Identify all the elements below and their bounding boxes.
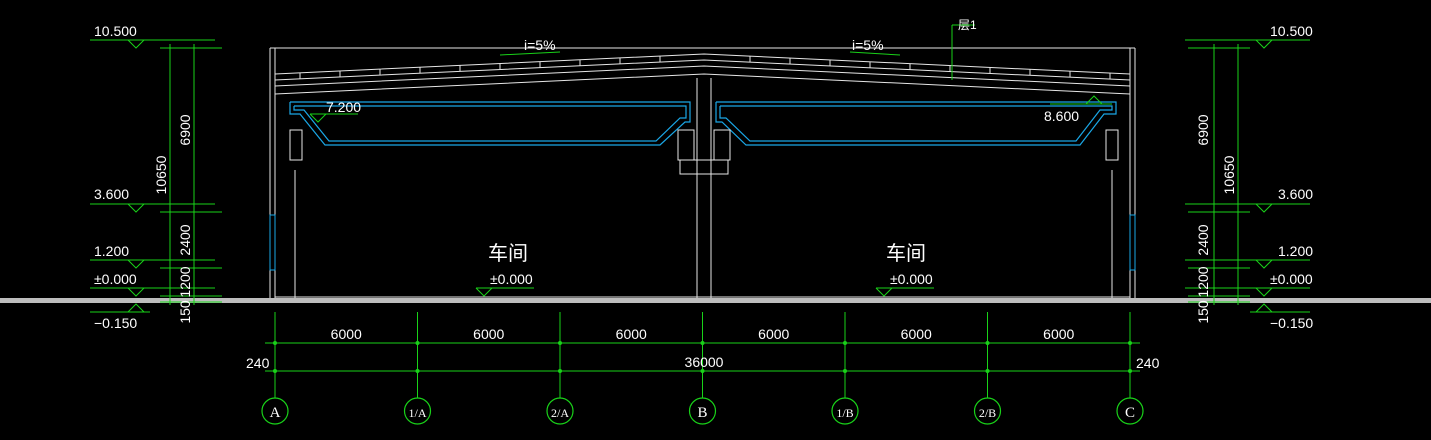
room-name-right: 车间 — [886, 242, 926, 265]
dim-tick-total-3 — [700, 369, 705, 373]
left-level-10500: 10.500 — [94, 23, 137, 39]
left-dim-10650: 10650 — [153, 155, 169, 194]
crane-girders — [289, 129, 1119, 161]
dim-tick-0 — [273, 341, 277, 345]
axis-bubble-1 — [403, 397, 432, 425]
room-name-left: 车间 — [488, 242, 528, 265]
axis-label-2: 2/A — [551, 406, 569, 420]
bay-dim-1: 6000 — [473, 326, 504, 342]
room-level-mark-left — [475, 287, 534, 297]
axis-bubble-4 — [831, 397, 859, 425]
roof-purlins — [299, 56, 1111, 79]
left-level-0000: ±0.000 — [94, 271, 137, 287]
crane-level-left: 7.200 — [326, 99, 361, 115]
dim-tick-total-1 — [415, 369, 420, 373]
right-dim-6900: 6900 — [1195, 114, 1211, 145]
axis-bubble-2 — [546, 397, 574, 425]
right-dim-10650: 10650 — [1221, 155, 1237, 194]
axis-bubble-3 — [688, 397, 717, 425]
axis-layer: A 1/A 2/A B 1/B 2/B C 6000 6000 6000 6000 6000 6000 — [261, 312, 1144, 425]
room-level-right: ±0.000 — [890, 271, 933, 287]
right-dim-2400: 2400 — [1195, 224, 1211, 255]
right-level-minus0150: −0.150 — [1270, 315, 1313, 331]
axis-label-5: 2/B — [979, 406, 996, 420]
axis-label-1: 1/A — [409, 406, 427, 420]
edge-dim-right: 240 — [1136, 355, 1160, 371]
left-level-minus0150: −0.150 — [94, 315, 137, 331]
bay-dim-4: 6000 — [901, 326, 932, 342]
bay-dim-2: 6000 — [616, 326, 647, 342]
dim-tick-6 — [1128, 341, 1132, 345]
roof-note: 层1 — [958, 18, 977, 32]
left-vertical-dimensions — [160, 44, 222, 305]
dim-tick-total-2 — [558, 369, 562, 373]
left-dim-6900: 6900 — [177, 114, 193, 145]
crane-level-right: 8.600 — [1044, 108, 1079, 124]
left-level-1200: 1.200 — [94, 243, 129, 259]
roof-note-leader — [951, 24, 975, 80]
left-dim-1200: 1200 — [177, 266, 193, 297]
axis-label-3: B — [697, 405, 707, 421]
total-dim: 36000 — [685, 354, 724, 370]
edge-dim-left: 240 — [246, 355, 270, 371]
crane-beam-left — [289, 101, 691, 146]
dim-tick-3 — [700, 341, 705, 345]
axis-bubble-5 — [973, 397, 1002, 425]
right-vertical-dimensions — [1188, 44, 1250, 305]
right-level-3600: 3.600 — [1278, 186, 1313, 202]
wall-windows — [269, 214, 1136, 271]
right-level-10500: 10.500 — [1270, 23, 1313, 39]
axis-label-6: C — [1125, 405, 1135, 421]
left-level-3600: 3.600 — [94, 186, 129, 202]
dim-tick-total-0 — [273, 369, 277, 373]
right-dim-1200: 1200 — [1195, 266, 1211, 297]
axis-bubble-6 — [1116, 397, 1144, 425]
crane-level-marks — [309, 95, 1112, 123]
room-level-mark-right — [875, 287, 934, 297]
axis-label-0: A — [270, 405, 281, 421]
dim-tick-4 — [843, 341, 847, 345]
roof-slope-right: i=5% — [852, 37, 884, 53]
dim-tick-5 — [985, 341, 990, 345]
roof-slope-left: i=5% — [524, 37, 556, 53]
bay-dim-5: 6000 — [1043, 326, 1074, 342]
axis-bubble-0 — [261, 397, 289, 425]
roof-structure — [274, 47, 1131, 95]
room-level-left: ±0.000 — [490, 271, 533, 287]
bay-dim-0: 6000 — [331, 326, 362, 342]
axis-label-4: 1/B — [836, 406, 853, 420]
dim-tick-total-4 — [843, 369, 847, 373]
dim-tick-1 — [415, 341, 420, 345]
slope-arrow-right — [849, 51, 901, 56]
crane-beam-right — [715, 101, 1117, 146]
building-walls — [269, 47, 1136, 298]
dim-tick-total-5 — [985, 369, 990, 373]
ground-line — [0, 298, 1431, 303]
right-level-0000: ±0.000 — [1270, 271, 1313, 287]
right-level-1200: 1.200 — [1278, 243, 1313, 259]
left-dim-2400: 2400 — [177, 224, 193, 255]
right-level-marks — [1185, 39, 1310, 313]
slope-arrow-left — [499, 51, 561, 56]
dim-tick-total-6 — [1128, 369, 1132, 373]
dim-tick-2 — [558, 341, 562, 345]
bay-dim-3: 6000 — [758, 326, 789, 342]
right-dim-150: 150 — [1195, 300, 1211, 324]
left-dim-150: 150 — [177, 300, 193, 324]
